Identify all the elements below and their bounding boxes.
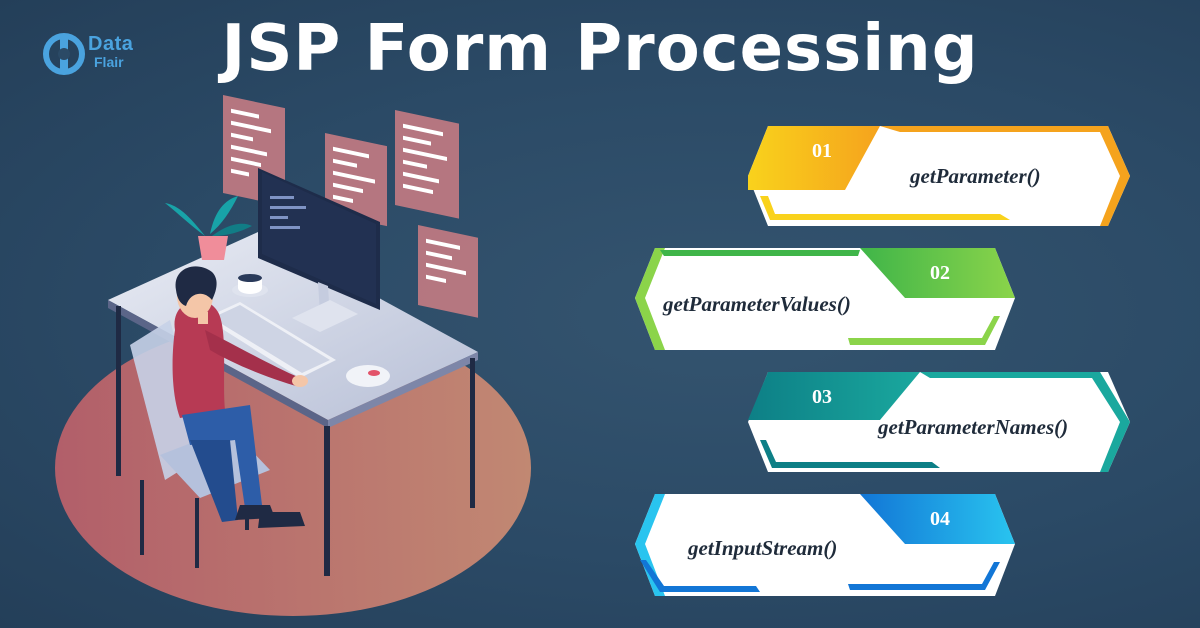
item-label-getparameter: getParameter() [910,164,1041,188]
banner-02 [635,248,1015,350]
banner-04 [635,494,1015,596]
logo-text-flair: Flair [94,54,124,70]
monitor [258,168,380,332]
item-label-getinputstream: getInputStream() [688,536,838,560]
banner-03 [748,372,1130,472]
person [172,266,308,528]
page-title: JSP Form Processing [221,12,979,86]
coffee-cup [232,274,268,297]
item-label-getparameternames: getParameterNames() [878,415,1069,439]
code-panels [223,95,478,318]
item-number-03: 03 [812,386,832,408]
keyboard [205,302,336,378]
dataflair-logo-icon [43,33,85,75]
item-number-04: 04 [930,508,950,530]
item-label-getparametervalues: getParameterValues() [663,292,851,316]
banner-01 [748,126,1130,226]
item-number-01: 01 [812,140,832,162]
item-number-02: 02 [930,262,950,284]
mouse [346,365,390,387]
logo-text-data: Data [88,33,134,55]
plant [165,196,252,260]
